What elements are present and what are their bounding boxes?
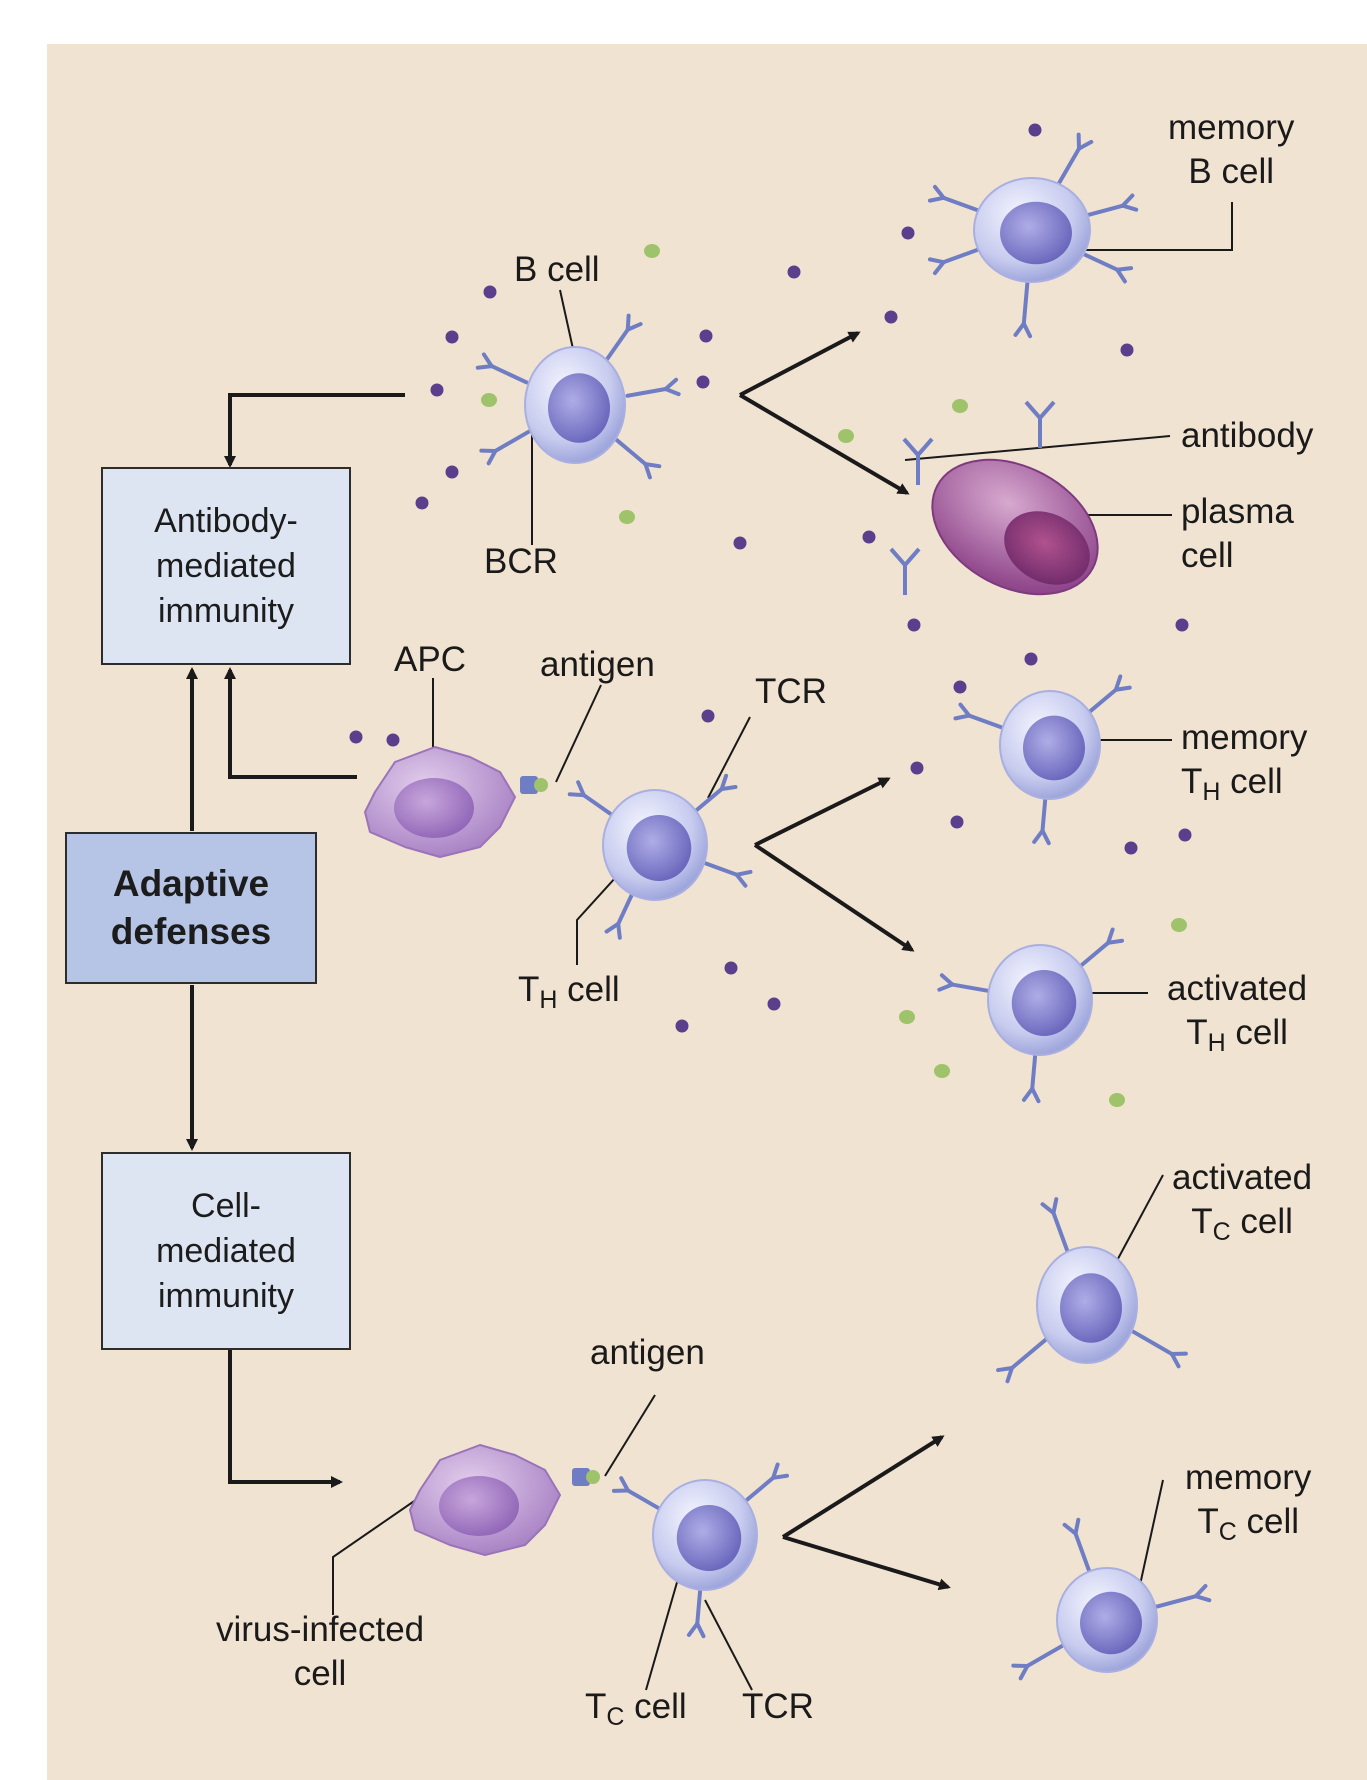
tc-sub: C bbox=[606, 1703, 625, 1731]
adaptive-defenses-box: Adaptive defenses bbox=[65, 832, 317, 984]
memory-th-cell-label: memory TH cell bbox=[1181, 716, 1308, 806]
memory-th-sub: H bbox=[1202, 778, 1221, 806]
tc-cell-label: TC cell bbox=[585, 1685, 687, 1731]
leader-lines bbox=[332, 202, 1233, 1691]
activated-tc-t: T bbox=[1191, 1202, 1213, 1241]
tc-t: T bbox=[585, 1687, 607, 1726]
memory-b-line2: B cell bbox=[1188, 152, 1274, 191]
activated-tc-cell-label: activated TC cell bbox=[1172, 1156, 1313, 1246]
activated-th-cell-label: activated TH cell bbox=[1167, 967, 1308, 1057]
th-cell bbox=[567, 773, 753, 940]
cell-mediated-immunity-box: Cell- mediated immunity bbox=[101, 1152, 351, 1350]
virus-line2: cell bbox=[293, 1654, 347, 1693]
apc-label: APC bbox=[394, 640, 466, 679]
antigen-label-bottom: antigen bbox=[590, 1333, 705, 1372]
tc-rest: cell bbox=[624, 1687, 687, 1726]
activated-th-line1: activated bbox=[1167, 969, 1308, 1008]
virus-line1: virus-infected bbox=[216, 1610, 425, 1649]
arrow-bcell-to-antibody-immunity bbox=[224, 393, 405, 468]
activated-th-rest: cell bbox=[1225, 1013, 1288, 1052]
molecule-dots bbox=[349, 123, 1192, 1107]
b-cell-label: B cell bbox=[514, 250, 600, 289]
activated-th-sub: H bbox=[1207, 1029, 1226, 1057]
activated-tc-cell bbox=[996, 1197, 1188, 1384]
tcr-label-bottom: TCR bbox=[742, 1687, 814, 1726]
activated-tc-line1: activated bbox=[1172, 1158, 1313, 1197]
plasma-line1: plasma bbox=[1181, 492, 1294, 531]
memory-b-line1: memory bbox=[1168, 108, 1295, 147]
arrow-bcell-to-memory-b bbox=[739, 331, 861, 397]
memory-tc-rest: cell bbox=[1236, 1502, 1300, 1541]
antibody-molecules bbox=[889, 400, 1056, 595]
th-t: T bbox=[518, 970, 540, 1009]
activated-th-t: T bbox=[1186, 1013, 1208, 1052]
plasma-cell bbox=[931, 458, 1099, 596]
memory-b-cell bbox=[927, 132, 1139, 339]
activated-tc-sub: C bbox=[1212, 1218, 1231, 1246]
activated-th-cell bbox=[937, 927, 1125, 1104]
arrow-apc-to-antibody-immunity bbox=[224, 667, 357, 779]
flow-connectors bbox=[186, 331, 951, 1591]
memory-b-cell-label: memory B cell bbox=[1168, 106, 1294, 194]
memory-th-rest: cell bbox=[1220, 762, 1283, 801]
memory-tc-sub: C bbox=[1218, 1518, 1237, 1546]
antigen-label-top: antigen bbox=[540, 645, 655, 684]
bcr-label: BCR bbox=[484, 542, 558, 581]
arrow-tc-to-memory-tc bbox=[782, 1535, 951, 1591]
antibody-label: antibody bbox=[1181, 416, 1314, 455]
apc-cell bbox=[364, 746, 548, 858]
memory-tc-t: T bbox=[1197, 1502, 1219, 1541]
th-sub: H bbox=[539, 986, 558, 1014]
memory-th-line1: memory bbox=[1181, 718, 1308, 757]
arrow-tc-to-activated-tc bbox=[781, 1435, 945, 1539]
plasma-cell-label: plasma cell bbox=[1181, 490, 1294, 578]
tc-cell bbox=[611, 1462, 790, 1639]
plasma-line2: cell bbox=[1181, 536, 1234, 575]
memory-tc-line1: memory bbox=[1185, 1458, 1312, 1497]
arrow-th-to-activated-th bbox=[753, 843, 915, 952]
th-cell-label: TH cell bbox=[518, 968, 620, 1014]
memory-tc-cell bbox=[1011, 1517, 1212, 1681]
tcr-label-top: TCR bbox=[755, 672, 827, 711]
th-rest: cell bbox=[557, 970, 620, 1009]
cell-illustrations bbox=[364, 132, 1212, 1681]
memory-th-cell bbox=[953, 674, 1132, 846]
memory-th-t: T bbox=[1181, 762, 1203, 801]
arrow-cell-immunity-to-infected-cell bbox=[228, 1350, 343, 1488]
memory-tc-cell-label: memory TC cell bbox=[1185, 1456, 1312, 1546]
virus-infected-cell-label: virus-infected cell bbox=[216, 1608, 424, 1696]
antibody-mediated-immunity-box: Antibody- mediated immunity bbox=[101, 467, 351, 665]
arrow-bcell-to-plasma bbox=[738, 393, 910, 495]
virus-infected-cell bbox=[409, 1444, 600, 1556]
arrow-th-to-memory-th bbox=[754, 777, 891, 847]
b-cell bbox=[475, 313, 681, 480]
activated-tc-rest: cell bbox=[1230, 1202, 1293, 1241]
